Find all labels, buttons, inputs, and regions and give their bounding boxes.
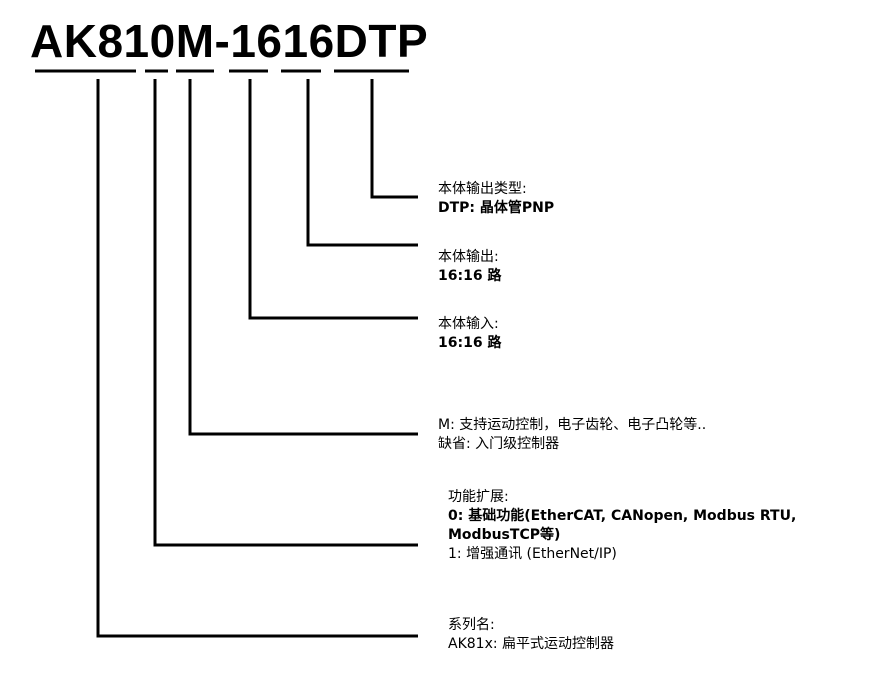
desc-output-count: 本体输出: 16:16 路 — [438, 248, 501, 286]
desc-function-expansion: 功能扩展: 0: 基础功能(EtherCAT, CANopen, Modbus … — [448, 488, 796, 564]
desc-line: 缺省: 入门级控制器 — [438, 436, 560, 452]
model-code-title: AK810M-1616DTP — [30, 15, 429, 67]
desc-line: 0: 基础功能(EtherCAT, CANopen, Modbus RTU, — [448, 508, 797, 524]
connector-function — [153, 79, 418, 547]
desc-series-name: 系列名: AK81x: 扁平式运动控制器 — [448, 616, 614, 654]
desc-line: 系列名: — [448, 617, 495, 633]
desc-output-type: 本体输出类型: DTP: 晶体管PNP — [438, 180, 554, 218]
desc-line: ModbusTCP等) — [448, 527, 561, 543]
connector-motion — [188, 79, 418, 436]
desc-line: AK81x: 扁平式运动控制器 — [448, 636, 615, 652]
desc-line: DTP: 晶体管PNP — [438, 200, 555, 216]
desc-line: 16:16 路 — [438, 335, 502, 351]
connector-output — [306, 79, 418, 247]
desc-line: 16:16 路 — [438, 268, 502, 284]
desc-input-count: 本体输入: 16:16 路 — [438, 315, 501, 353]
desc-line: 1: 增强通讯 (EtherNet/IP) — [448, 546, 617, 562]
desc-line: 本体输出类型: — [438, 181, 527, 197]
connector-series — [96, 79, 418, 638]
desc-line: M: 支持运动控制，电子齿轮、电子凸轮等.. — [438, 417, 707, 433]
desc-line: 本体输入: — [438, 316, 499, 332]
desc-motion-control: M: 支持运动控制，电子齿轮、电子凸轮等.. 缺省: 入门级控制器 — [438, 416, 706, 454]
desc-line: 本体输出: — [438, 249, 499, 265]
connector-output-type — [370, 79, 418, 199]
connector-input — [248, 79, 418, 320]
desc-line: 功能扩展: — [448, 489, 509, 505]
